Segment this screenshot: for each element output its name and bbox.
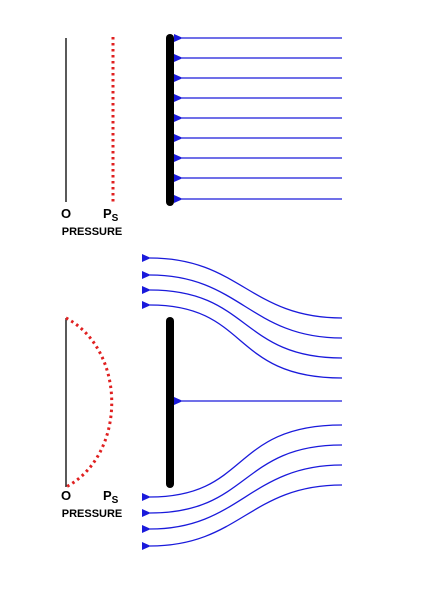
bottom-flow-streamlines <box>141 253 343 551</box>
streamline <box>141 424 343 502</box>
streamline <box>141 270 343 339</box>
top-axis-label: PRESSURE <box>62 226 123 238</box>
bottom-pressure-distribution-curve <box>65 316 114 489</box>
panel-bottom: O PS PRESSURE <box>61 253 343 551</box>
streamline <box>141 464 343 534</box>
top-ps-label: PS <box>103 206 119 224</box>
top-zero-label: O <box>61 206 71 221</box>
top-flow-arrows <box>174 34 342 203</box>
bottom-zero-label: O <box>61 488 71 503</box>
bottom-ps-label: PS <box>103 488 119 506</box>
streamline <box>141 300 343 379</box>
streamline <box>141 444 343 518</box>
panel-top: O PS PRESSURE <box>61 34 342 238</box>
streamline <box>141 484 343 551</box>
bottom-axis-label: PRESSURE <box>62 508 123 520</box>
streamline <box>141 285 343 359</box>
streamline <box>141 253 343 319</box>
